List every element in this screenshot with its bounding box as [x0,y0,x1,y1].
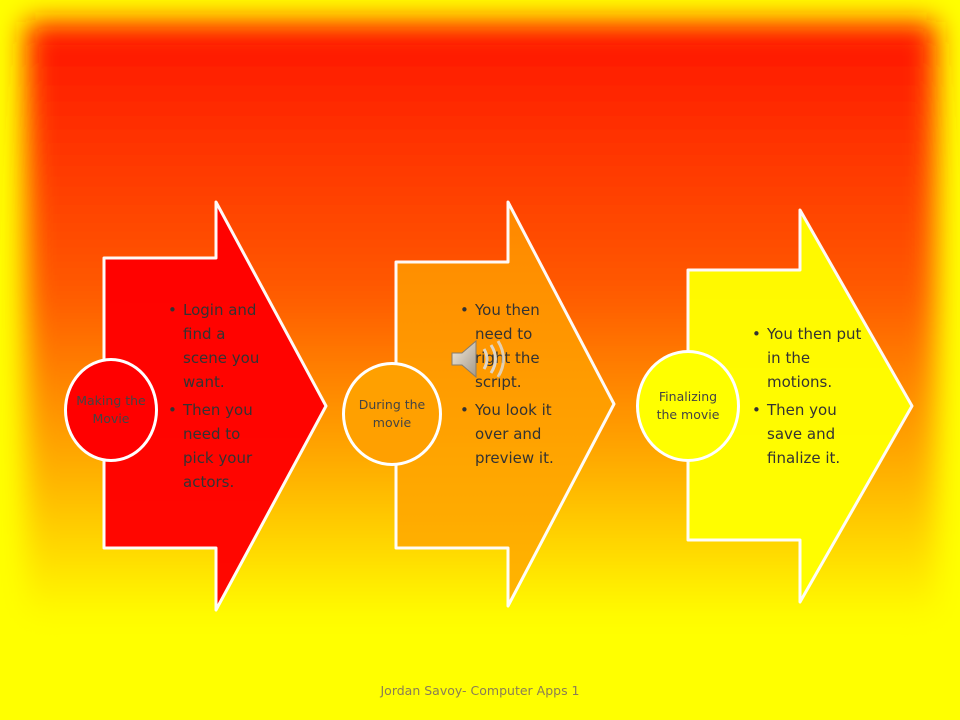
step-1-label-circle: Making the Movie [64,358,158,462]
step-3-label-circle: Finalizing the movie [636,350,740,462]
footer-text: Jordan Savoy- Computer Apps 1 [380,683,580,698]
step-3-bullet-1: You then put in the motions. [752,322,862,394]
step-2-label: During the movie [358,397,426,430]
step-3-bullets: You then put in the motions. Then you sa… [752,322,862,474]
step-1-bullet-1: Login and find a scene you want. [168,298,272,394]
step-1-label: Making the Movie [76,393,146,426]
step-2-bullets: You then need to right the script. You l… [460,298,556,474]
step-3-bullet-2: Then you save and finalize it. [752,398,862,470]
step-2-bullet-2: You look it over and preview it. [460,398,556,470]
step-2-label-circle: During the movie [342,362,442,466]
step-1-bullet-2: Then you need to pick your actors. [168,398,272,494]
speaker-icon[interactable] [448,336,510,382]
step-2-bullet-1: You then need to right the script. [460,298,556,394]
step-3-label: Finalizing the movie [656,389,720,422]
step-1-bullets: Login and find a scene you want. Then yo… [168,298,272,498]
